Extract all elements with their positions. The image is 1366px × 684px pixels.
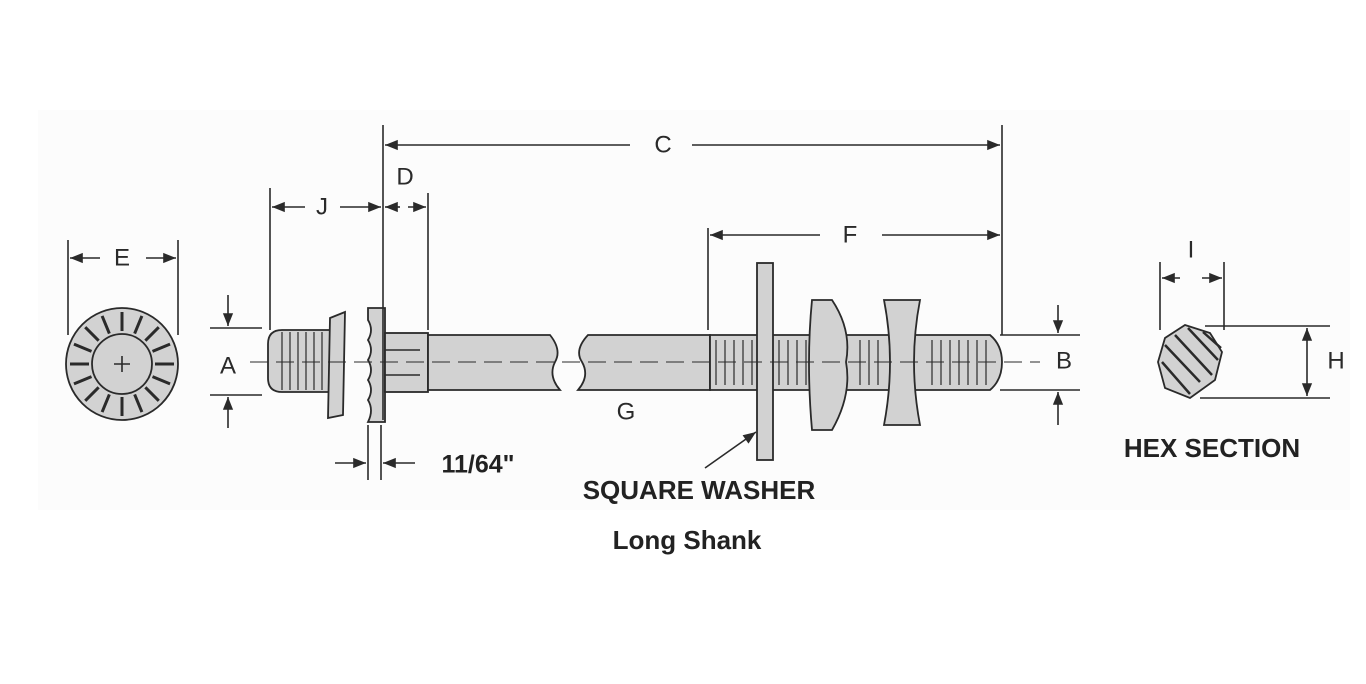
dimension-j: J — [269, 188, 382, 330]
spline-tooth — [144, 386, 160, 402]
spline-tooth — [133, 315, 144, 335]
dimension-f: F — [707, 221, 1000, 330]
label-g: G — [617, 398, 636, 425]
dimension-e: E — [67, 240, 179, 335]
end-view — [65, 307, 179, 421]
spline-tooth — [151, 342, 171, 353]
diagram-background — [38, 110, 1350, 510]
label-hex-section: HEX SECTION — [1124, 433, 1300, 463]
bolt — [250, 262, 1040, 461]
dimension-a: A — [210, 295, 262, 428]
label-b: B — [1056, 347, 1072, 374]
label-f: F — [843, 221, 858, 248]
square-washer-leader — [704, 431, 757, 469]
dimension-b: B — [1000, 305, 1080, 425]
spline-tooth — [151, 375, 171, 386]
dimension-d: D — [384, 163, 429, 330]
spline-tooth — [100, 393, 111, 413]
label-h: H — [1327, 347, 1344, 374]
spline-tooth — [84, 326, 100, 342]
label-a: A — [220, 352, 236, 379]
spline-tooth — [133, 393, 144, 413]
label-j: J — [316, 193, 328, 220]
label-e: E — [114, 244, 130, 271]
spline-tooth — [144, 326, 160, 342]
lock-washer — [327, 310, 346, 420]
label-d: D — [396, 163, 413, 190]
spline-tooth — [100, 315, 111, 335]
dimension-c: C — [382, 125, 1003, 420]
spline-tooth — [73, 375, 93, 386]
label-square-washer: SQUARE WASHER — [583, 475, 816, 505]
spline-tooth — [84, 386, 100, 402]
label-washer-thickness: 11/64" — [441, 451, 514, 479]
hex-section: I H — [1157, 236, 1345, 400]
label-i: I — [1188, 236, 1195, 263]
serrated-washer — [366, 307, 386, 423]
dimension-washer-thickness: 11/64" — [335, 425, 515, 480]
label-c: C — [654, 131, 671, 158]
cap-nut — [808, 299, 849, 431]
spline-tooth — [73, 342, 93, 353]
diagram-title: Long Shank — [613, 525, 762, 555]
